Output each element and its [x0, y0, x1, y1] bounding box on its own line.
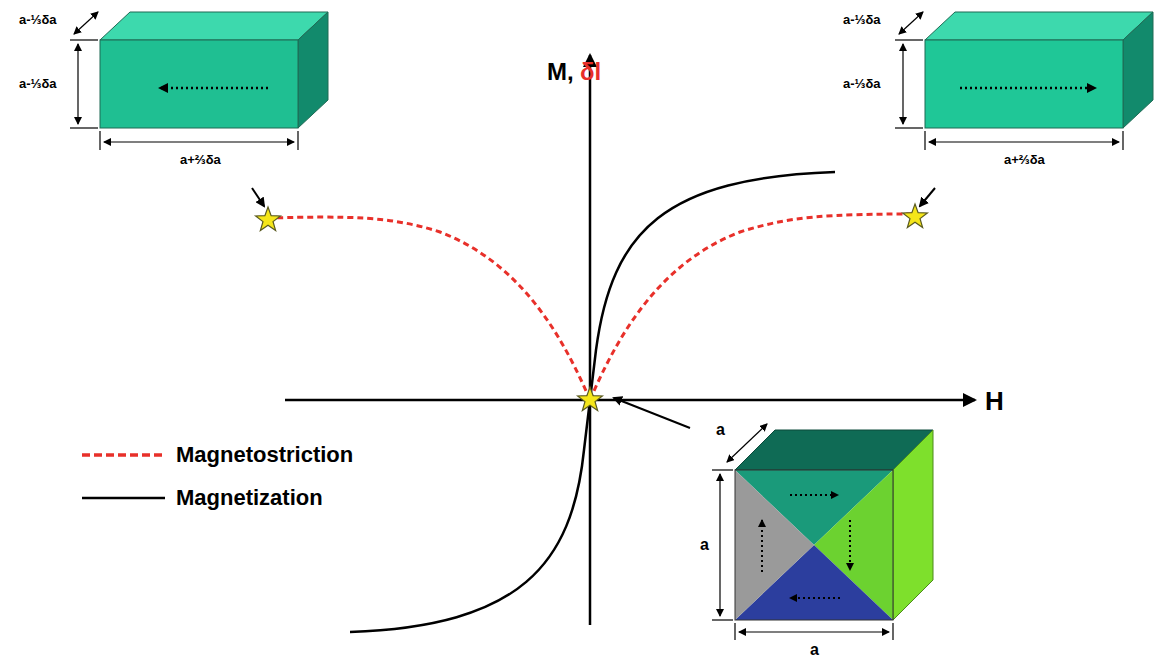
dimension-label: a-⅓δa [19, 13, 57, 27]
dimension-label: a+⅔δa [180, 153, 221, 167]
dimension-label: a [716, 421, 725, 439]
dimension-label: a-⅓δa [19, 77, 57, 91]
magnetization-curve [350, 172, 835, 632]
leader-arrow [920, 188, 935, 206]
magnetostriction-curve [268, 217, 590, 400]
dimension-label: a+⅔δa [1004, 153, 1045, 167]
elongated-prism [100, 12, 328, 128]
dimension-lines [712, 424, 893, 640]
magnetostriction-curve [590, 214, 915, 400]
dimension-lines [895, 12, 1123, 150]
dimension-label: a-⅓δa [843, 77, 881, 91]
dimension-lines [70, 12, 298, 150]
domain-cube [735, 430, 933, 620]
legend-text: Magnetostriction [176, 443, 353, 467]
legend-sample [82, 453, 165, 457]
legend-sample [82, 497, 165, 500]
axis-label: M, [547, 59, 574, 85]
leader-arrow [252, 188, 264, 206]
dimension-label: a [810, 641, 819, 659]
state-star [578, 387, 603, 411]
h-axis [285, 399, 975, 402]
m-axis [589, 55, 592, 625]
legend-text: Magnetization [176, 486, 323, 510]
dimension-label: a [700, 536, 709, 554]
state-star [903, 204, 928, 228]
state-star [256, 207, 281, 231]
dimension-label: a-⅓δa [843, 13, 881, 27]
axis-label: δl [580, 59, 601, 85]
axis-label: H [985, 387, 1004, 416]
leader-arrow [614, 398, 690, 428]
elongated-prism [925, 12, 1153, 128]
